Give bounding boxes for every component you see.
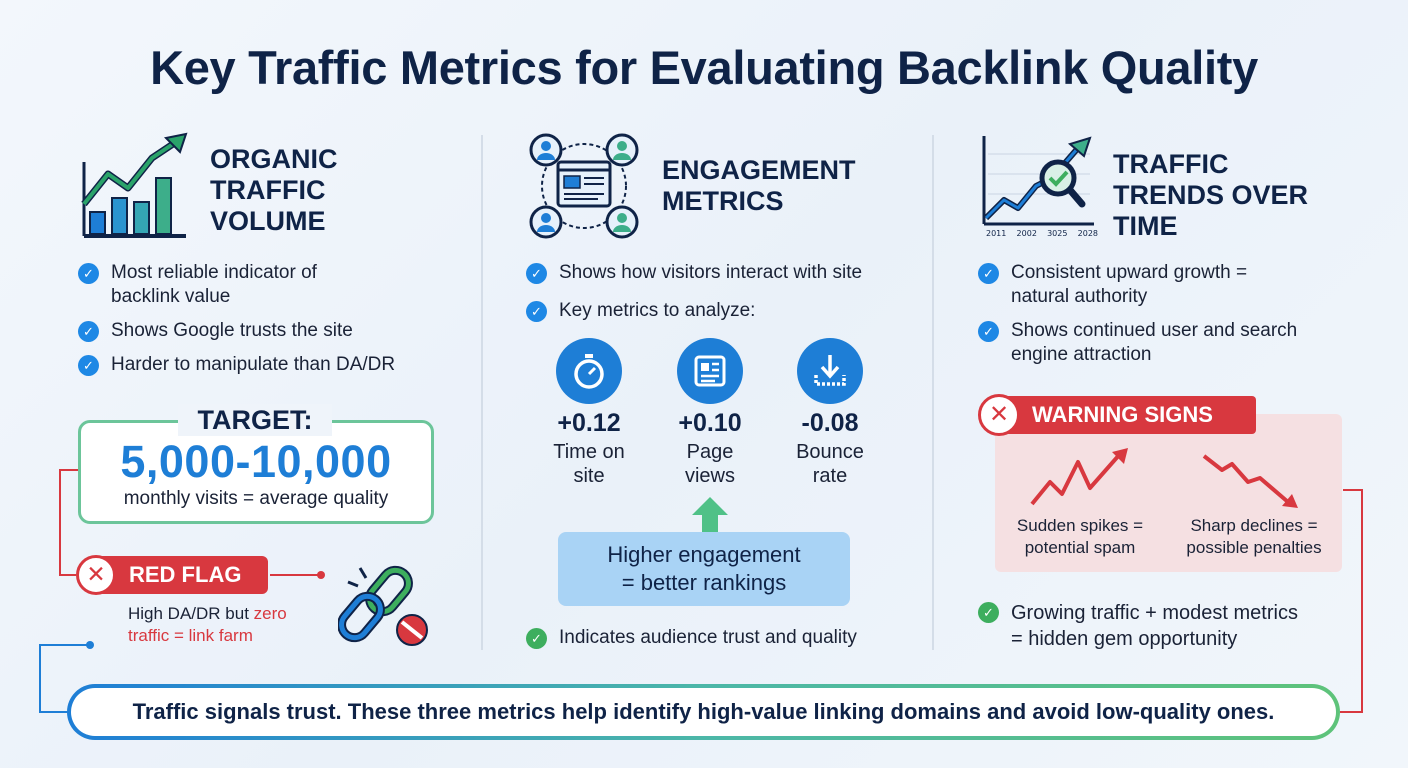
list-item: ✓Growing traffic + modest metrics= hidde…: [978, 600, 1378, 652]
list-item: ✓Shows Google trusts the site: [78, 319, 458, 343]
column-heading: TRAFFIC TRENDS OVER TIME: [1113, 149, 1308, 242]
list-item: ✓Consistent upward growth =natural autho…: [978, 261, 1378, 309]
decline-down-arrow-icon: [1202, 452, 1302, 517]
bar-chart-growth-icon: [80, 132, 190, 245]
target-subtext: monthly visits = average quality: [123, 488, 389, 509]
heading-line: ORGANIC: [210, 144, 338, 174]
summary-footer: Traffic signals trust. These three metri…: [67, 684, 1340, 740]
check-icon: ✓: [978, 602, 999, 623]
column-heading: ORGANIC TRAFFIC VOLUME: [210, 144, 338, 237]
check-icon: ✓: [526, 263, 547, 284]
heading-line: TRAFFIC: [210, 175, 326, 205]
bullet-list: ✓Growing traffic + modest metrics= hidde…: [978, 600, 1378, 662]
check-icon: ✓: [978, 263, 999, 284]
metric-value: -0.08: [801, 409, 859, 437]
year-axis-labels: 2011 2002 3025 2028: [986, 229, 1098, 238]
bullet-list: ✓Indicates audience trust and quality: [526, 626, 926, 660]
users-network-icon: [528, 132, 640, 245]
column-heading: ENGAGEMENT METRICS: [662, 155, 856, 217]
heading-line: TRAFFIC: [1113, 149, 1229, 179]
check-icon: ✓: [78, 321, 99, 342]
engagement-callout: Higher engagement = better rankings: [558, 532, 850, 606]
spike-up-arrow-icon: [1030, 448, 1130, 513]
page-title: Key Traffic Metrics for Evaluating Backl…: [150, 41, 1258, 94]
check-icon: ✓: [78, 263, 99, 284]
list-item: ✓Key metrics to analyze:: [526, 299, 926, 323]
check-icon: ✓: [526, 628, 547, 649]
list-item: ✓Indicates audience trust and quality: [526, 626, 926, 650]
page-document-icon: [677, 338, 743, 404]
heading-line: TRENDS OVER: [1113, 180, 1309, 210]
warning-caption: Sudden spikes =potential spam: [1016, 516, 1144, 557]
heading-line: METRICS: [662, 186, 784, 216]
stopwatch-icon: [556, 338, 622, 404]
red-flag-text: High DA/DR but zero traffic = link farm: [128, 604, 287, 645]
target-value: 5,000-10,000: [120, 436, 392, 487]
metric-value: +0.12: [557, 409, 621, 437]
list-item: ✓Shows how visitors interact with site: [526, 261, 926, 285]
check-icon: ✓: [978, 321, 999, 342]
check-icon: ✓: [78, 355, 99, 376]
metric-value: +0.10: [678, 409, 742, 437]
heading-line: TIME: [1113, 211, 1178, 241]
warning-banner: WARNING SIGNS: [980, 396, 1256, 434]
bullet-list: ✓Consistent upward growth =natural autho…: [978, 261, 1378, 377]
column-divider: [481, 135, 483, 650]
list-item: ✓Harder to manipulate than DA/DR: [78, 353, 458, 377]
warning-panel: [995, 414, 1342, 572]
heading-line: ENGAGEMENT: [662, 155, 856, 185]
heading-line: VOLUME: [210, 206, 326, 236]
up-arrow-icon: [690, 497, 730, 540]
trend-magnifier-icon: [978, 132, 1096, 243]
download-arrow-icon: [797, 338, 863, 404]
target-label: TARGET:: [178, 404, 332, 436]
close-icon: ✕: [76, 555, 116, 595]
bullet-list: ✓Shows how visitors interact with site ✓…: [526, 261, 926, 333]
target-box: [78, 420, 434, 524]
broken-chain-link-icon: [337, 560, 438, 655]
close-icon: ✕: [978, 394, 1020, 436]
column-divider: [932, 135, 934, 650]
check-icon: ✓: [526, 301, 547, 322]
warning-caption: Sharp declines =possible penalties: [1186, 516, 1322, 557]
